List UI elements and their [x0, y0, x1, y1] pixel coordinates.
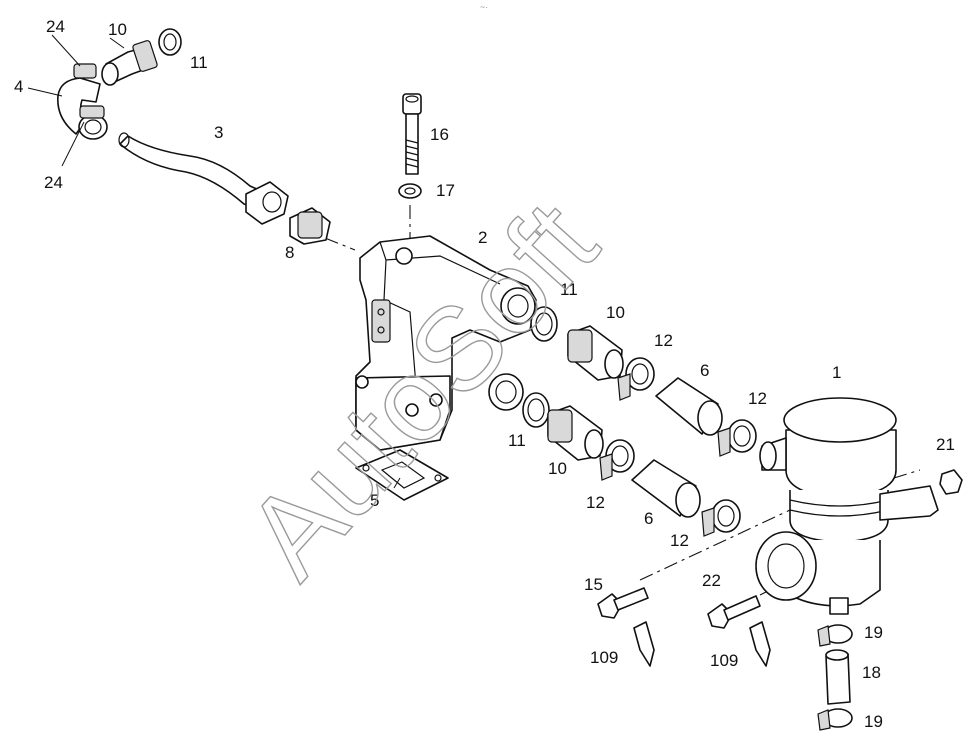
callout-12-a: 12 [654, 331, 673, 350]
sealant-tube-a [633, 621, 655, 667]
housing [355, 235, 537, 451]
nut [939, 469, 963, 495]
callout-5: 5 [370, 491, 379, 510]
callout-11-top: 11 [190, 53, 208, 72]
callout-22: 22 [702, 571, 721, 590]
callout-11-upper: 11 [560, 280, 578, 299]
clamp-19-bottom [817, 708, 853, 731]
callout-3: 3 [214, 123, 223, 142]
callout-4: 4 [14, 77, 23, 96]
callout-16: 16 [430, 125, 449, 144]
callout-109-b: 109 [710, 651, 738, 670]
callout-12-b: 12 [748, 389, 767, 408]
hose-upper [655, 377, 723, 436]
callouts: 1 2 3 4 5 6 6 8 10 10 10 11 11 11 12 12 … [14, 17, 955, 731]
sealant-tube-b [749, 621, 771, 667]
header-mark: ~· [480, 2, 488, 12]
washer [398, 183, 422, 199]
callout-12-d: 12 [670, 531, 689, 550]
clamp-b [599, 439, 635, 481]
callout-109-a: 109 [590, 648, 618, 667]
bolt-22 [707, 595, 761, 629]
washer-top [158, 28, 182, 56]
callout-10-lower: 10 [548, 459, 567, 478]
fitting [289, 207, 331, 245]
callout-18: 18 [862, 663, 881, 682]
callout-8: 8 [285, 243, 294, 262]
washer-upper [530, 306, 558, 342]
callout-2: 2 [478, 228, 487, 247]
clamp-a [617, 357, 655, 401]
callout-1: 1 [832, 363, 841, 382]
bolt-15 [597, 587, 649, 619]
callout-6-upper: 6 [700, 361, 709, 380]
nipple-lower [547, 405, 604, 461]
callout-6-lower: 6 [644, 509, 653, 528]
callout-10-upper: 10 [606, 303, 625, 322]
callout-24-top: 24 [46, 17, 65, 36]
gasket [355, 449, 449, 501]
callout-15: 15 [584, 575, 603, 594]
callout-17: 17 [436, 181, 455, 200]
leader-lines [27, 34, 401, 489]
clamp-19-top [817, 624, 853, 647]
callout-24-bottom: 24 [44, 173, 63, 192]
short-hose [825, 653, 851, 705]
callout-10-top: 10 [108, 20, 127, 39]
clamp-c [717, 419, 757, 457]
clamp-d [701, 499, 741, 537]
pipe [118, 132, 289, 225]
nipple-top [101, 40, 158, 86]
callout-19-bottom: 19 [864, 712, 883, 731]
hose-lower [631, 459, 701, 518]
callout-19-top: 19 [864, 623, 883, 642]
callout-12-c: 12 [586, 493, 605, 512]
elbow-hose [57, 63, 108, 140]
callout-11-lower: 11 [508, 431, 526, 450]
bolt [402, 93, 422, 175]
separator [755, 397, 939, 615]
washer-lower [522, 392, 550, 428]
nipple-upper [567, 325, 624, 381]
callout-21: 21 [936, 435, 955, 454]
